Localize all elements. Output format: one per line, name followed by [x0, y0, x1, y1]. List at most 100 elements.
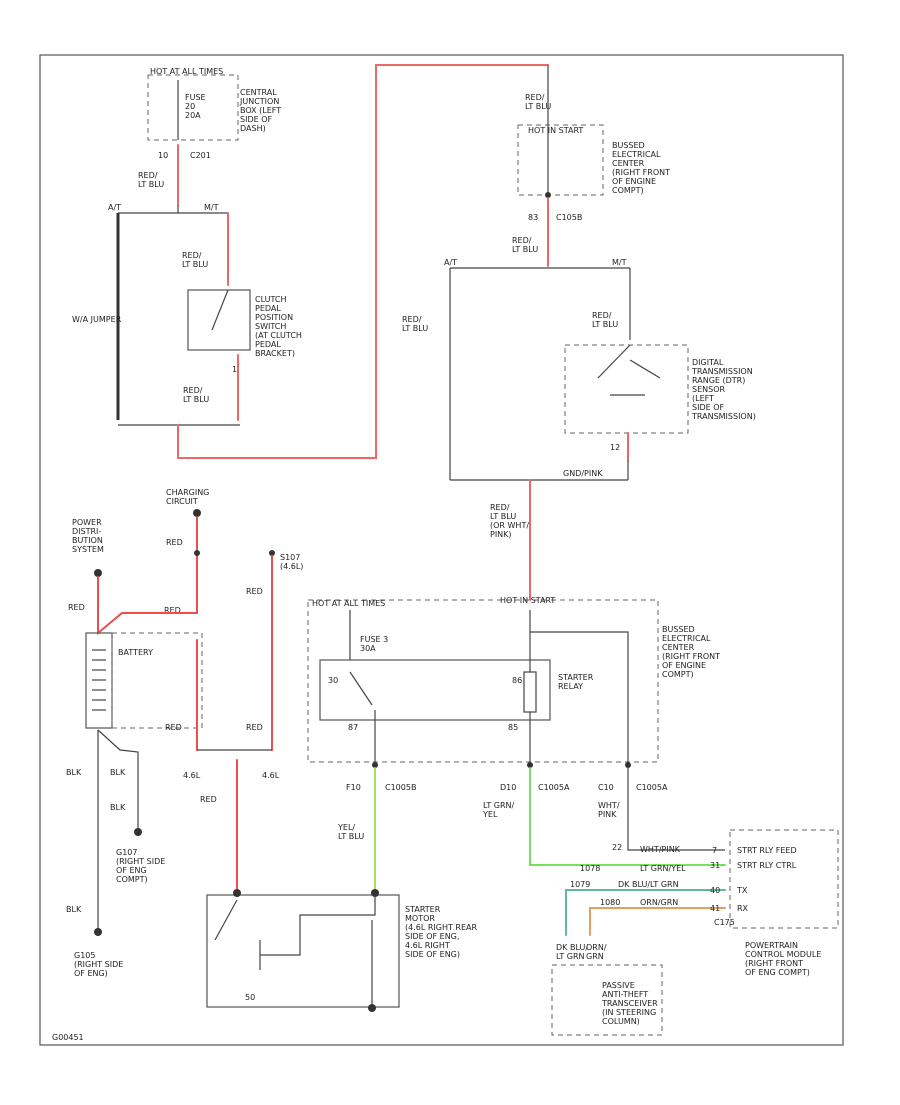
label-pin-22: 22 — [612, 843, 622, 852]
label-lt-grn-yel: LT GRN/YEL — [482, 801, 515, 819]
label-red-lt-blu-2: RED/LT BLU — [182, 251, 208, 269]
label-red-lt-blu-8: RED/LT BLU(OR WHT/PINK) — [490, 503, 529, 539]
label-blk-1: BLK — [66, 768, 82, 777]
label-pin-12: 12 — [610, 443, 620, 452]
label-wht-pink-2: WHT/PINK — [640, 845, 681, 854]
label-c1005a-2: C1005A — [636, 783, 668, 792]
label-c105b: C105B — [556, 213, 582, 222]
label-pcm-pin-3: 40 — [710, 886, 720, 895]
label-pin-83: 83 — [528, 213, 538, 222]
ground-g105 — [94, 928, 102, 936]
splice-red-1 — [194, 550, 200, 556]
label-s107: S107(4.6L) — [280, 553, 303, 571]
label-pin-85: 85 — [508, 723, 518, 732]
label-46a: 4.6L — [183, 771, 201, 780]
label-pin-10: 10 — [158, 151, 168, 160]
label-c201: C201 — [190, 151, 211, 160]
label-red-lt-blu-7: RED/LT BLU — [592, 311, 618, 329]
splice-s107 — [269, 550, 275, 556]
label-pin-1: 1 — [232, 365, 237, 374]
wire-dk-blu-grn — [565, 889, 726, 936]
battery-cells — [92, 649, 106, 711]
wire-lt-grn-yel — [529, 767, 726, 866]
charging-circuit-node — [193, 509, 201, 517]
label-c1005a: C1005A — [538, 783, 570, 792]
starter-coil-wire — [260, 895, 376, 956]
label-hot-start-2: HOT IN START — [500, 596, 555, 605]
label-mt-1: M/T — [204, 203, 219, 212]
diagram-border — [39, 54, 844, 1046]
label-mt-2: M/T — [612, 258, 627, 267]
label-red-6: RED — [246, 723, 263, 732]
battery-box — [85, 632, 113, 729]
label-yel-lt-blu: YEL/LT BLU — [337, 823, 364, 841]
label-red-lt-blu-3: RED/LT BLU — [183, 386, 209, 404]
clutch-switch-contact — [211, 289, 229, 331]
label-f10: F10 — [346, 783, 361, 792]
pats-box — [551, 964, 663, 1036]
label-wire-1078: 1078 — [580, 864, 600, 873]
label-blk-3: BLK — [110, 803, 126, 812]
label-pcm-l3: TX — [736, 886, 748, 895]
wire-red-ltblu-long — [177, 64, 549, 459]
label-hot-all-times-2: HOT AT ALL TIMES — [312, 599, 385, 608]
label-red-lt-blu-4: RED/LT BLU — [525, 93, 551, 111]
label-wire-1079-lt: DK BLU/LT GRN — [618, 880, 679, 889]
wire-wht-pink — [627, 768, 725, 851]
connector-c105b — [545, 192, 551, 198]
label-pcm-pin-1: 7 — [712, 846, 717, 855]
label-red-7: RED — [200, 795, 217, 804]
connector-c10 — [625, 762, 631, 768]
label-wire-1080-lt: ORN/GRN — [640, 898, 678, 907]
starter-switch — [214, 899, 238, 941]
label-c175: C175 — [714, 918, 735, 927]
label-pcm-l1: STRT RLY FEED — [737, 846, 797, 855]
relay-switch — [349, 671, 373, 706]
battery-dash — [111, 632, 203, 729]
central-junction-box — [147, 74, 239, 141]
label-footer-code: G00451 — [52, 1033, 84, 1042]
label-pin-30: 30 — [328, 676, 338, 685]
label-blk-2: BLK — [110, 768, 126, 777]
starter-motor-box — [206, 894, 400, 1008]
wire-blk-branch — [97, 729, 139, 830]
label-46b: 4.6L — [262, 771, 280, 780]
clutch-switch-box — [187, 289, 251, 351]
label-at-2: A/T — [444, 258, 457, 267]
starter-ground — [368, 1004, 376, 1012]
wire-red-battery — [97, 576, 198, 636]
label-pin-50: 50 — [245, 993, 255, 1002]
label-pats-pin-1: DK BLU/LT GRN — [556, 943, 588, 961]
relay-coil — [523, 671, 537, 713]
label-red-lt-blu-6: RED/LT BLU — [402, 315, 428, 333]
label-red-4: RED — [246, 587, 263, 596]
bussed-ec-1-box — [517, 124, 604, 196]
bussed-ec-2-box — [307, 599, 659, 763]
label-wire-1079: 1079 — [570, 880, 590, 889]
label-pcm-pin-2: 31 — [710, 861, 720, 870]
label-red-2: RED — [68, 603, 85, 612]
label-hot-start: HOT IN START — [528, 126, 583, 135]
label-red-5: RED — [165, 723, 182, 732]
relay-bypass — [530, 631, 629, 762]
label-at-1: A/T — [108, 203, 121, 212]
starter-relay-box — [319, 659, 551, 721]
ground-g107 — [134, 828, 142, 836]
label-pin-86: 86 — [512, 676, 522, 685]
